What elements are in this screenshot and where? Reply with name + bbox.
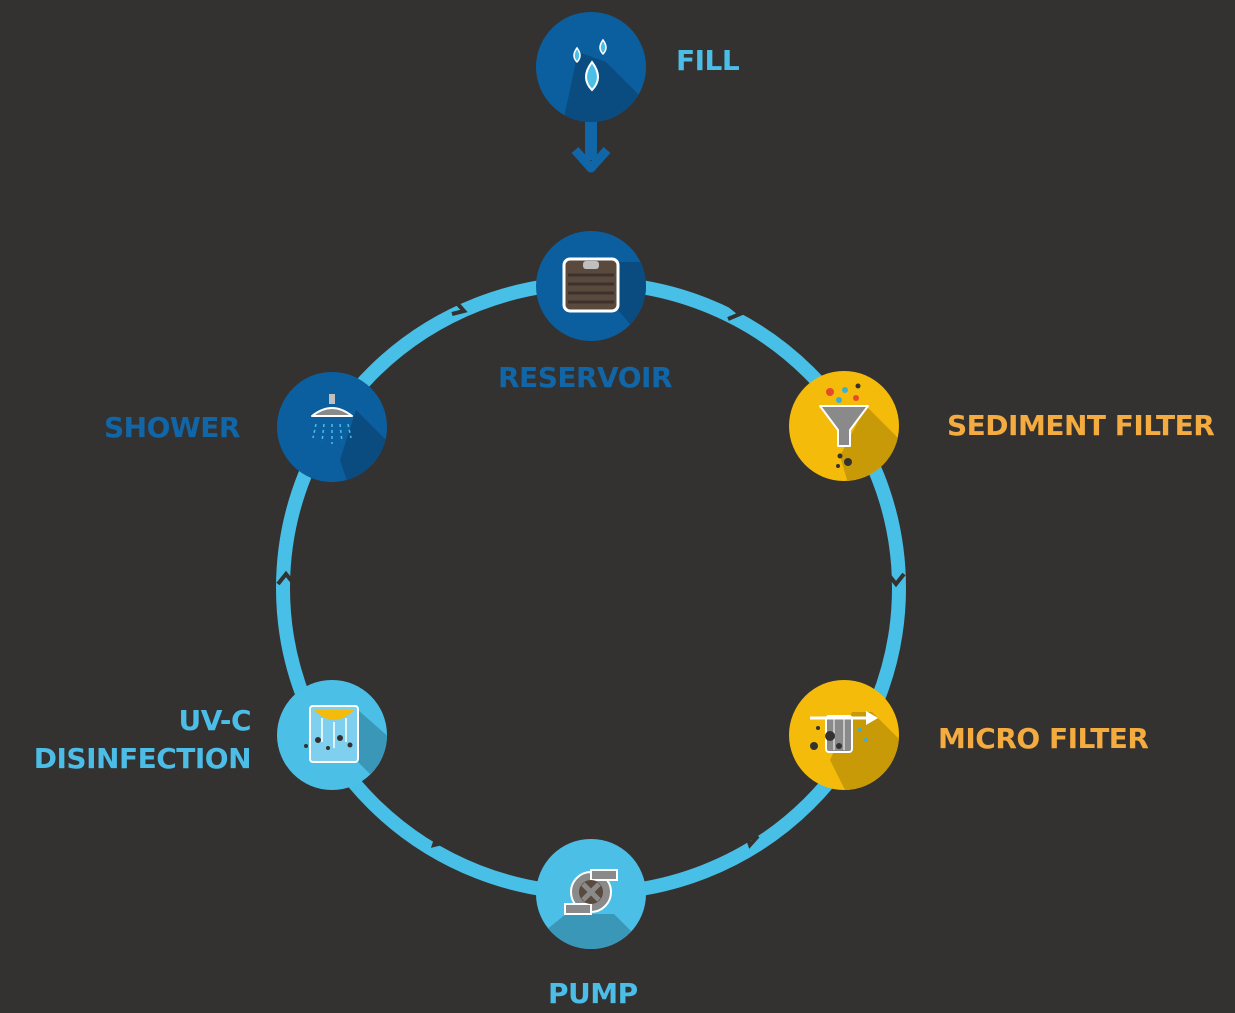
shower-node <box>277 372 387 482</box>
shower-label: SHOWER <box>104 411 240 444</box>
ring-arrow-uv-to-shower <box>276 570 296 586</box>
funnel-icon <box>819 383 869 468</box>
fill-down-arrow <box>571 118 611 173</box>
uv-c-label-line2: DISINFECTION <box>33 742 252 775</box>
pump-icon <box>564 869 618 915</box>
micro-filter-label: MICRO FILTER <box>938 722 1149 755</box>
fill-node <box>536 12 646 122</box>
shower-head-icon <box>311 394 353 444</box>
ring-arrow-shower-to-reservoir <box>451 300 468 316</box>
sediment-filter-node <box>789 371 899 481</box>
flow-direction-arrows <box>276 300 906 849</box>
uv-c-label-line1: UV-C <box>178 704 251 737</box>
reservoir-label: RESERVOIR <box>498 361 673 394</box>
uv-lamp-icon <box>304 705 359 763</box>
reservoir-node <box>536 231 646 341</box>
micro-filter-icon <box>810 711 878 753</box>
ring-arrow-reservoir-to-sediment <box>727 304 744 321</box>
ring-arrow-micro-to-pump <box>744 832 760 849</box>
uv-c-disinfection-label: UV-C DISINFECTION <box>33 702 252 778</box>
water-drops-icon <box>573 38 607 92</box>
fill-label: FILL <box>676 44 740 77</box>
ring-arrow-sediment-to-micro <box>886 572 906 588</box>
pump-node <box>536 839 646 949</box>
uv-c-node <box>277 680 387 790</box>
ring-arrow-pump-to-uv <box>430 832 447 848</box>
reservoir-tank-icon <box>562 257 620 313</box>
sediment-filter-label: SEDIMENT FILTER <box>947 409 1215 442</box>
pump-label: PUMP <box>548 977 638 1010</box>
micro-filter-node <box>789 680 899 790</box>
